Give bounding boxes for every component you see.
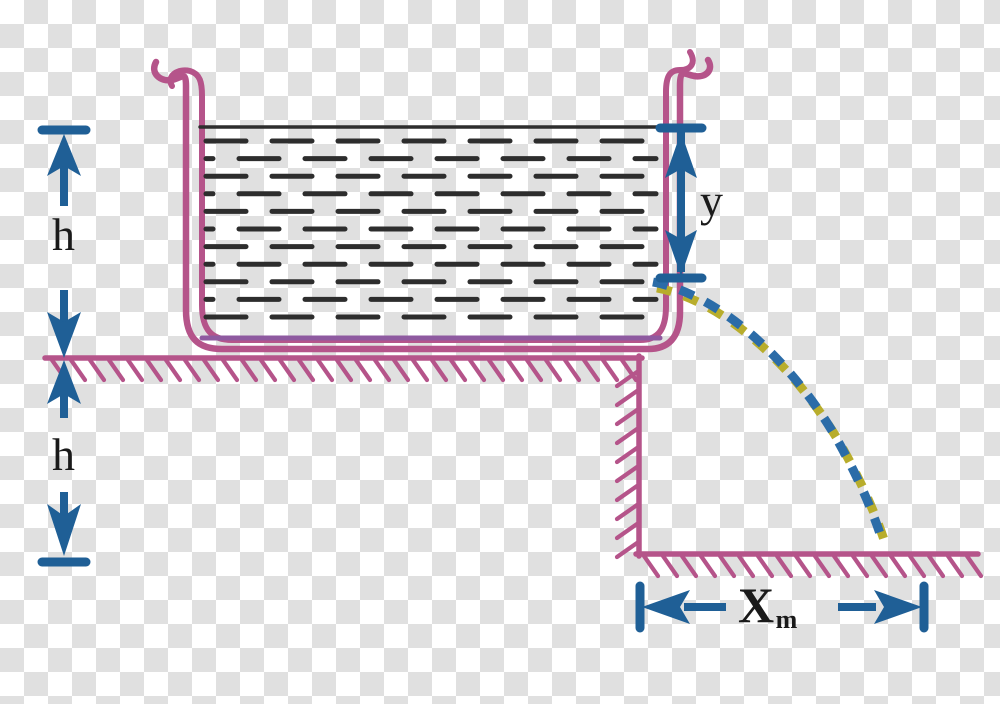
- ground-hatch-tick: [543, 357, 563, 383]
- ground-hatch-tick: [87, 357, 107, 383]
- ground-hatch-tick: [315, 357, 335, 383]
- jet-blue-strand: [652, 277, 887, 542]
- ground-hatch-tick: [334, 357, 354, 383]
- lower-ground-hatching: [641, 553, 984, 579]
- wall-hatch-tick: [614, 445, 640, 465]
- ground-hatch-tick: [581, 357, 601, 383]
- liquid: [198, 125, 662, 320]
- dimension-h-bottom: [37, 360, 91, 567]
- label-h-top: h: [52, 209, 75, 260]
- ground-hatch-tick: [907, 553, 927, 579]
- vessel: [151, 49, 714, 353]
- ground-hatch-tick: [258, 357, 278, 383]
- ground-hatch-tick: [793, 553, 813, 579]
- ground-hatch-tick: [679, 553, 699, 579]
- y-up-arrowhead: [665, 132, 697, 178]
- ground-hatch-tick: [144, 357, 164, 383]
- wall-hatch-tick: [614, 407, 640, 427]
- vertical-wall-hatching: [614, 369, 640, 560]
- ground-hatch-tick: [562, 357, 582, 383]
- ground-hatch-tick: [736, 553, 756, 579]
- ground-hatch-tick: [641, 553, 661, 579]
- ground-hatch-tick: [812, 553, 832, 579]
- ground-hatch-tick: [163, 357, 183, 383]
- jet-olive-strand: [656, 283, 891, 548]
- ground-hatch-tick: [239, 357, 259, 383]
- ground-hatch-tick: [926, 553, 946, 579]
- wall-hatch-tick: [614, 369, 640, 389]
- liquid-hatching: [203, 138, 659, 320]
- ground-hatch-tick: [888, 553, 908, 579]
- wall-hatch-tick: [614, 464, 640, 484]
- ground-hatch-tick: [755, 553, 775, 579]
- vessel-outer-wall: [151, 56, 714, 353]
- label-xm: Xm: [738, 580, 798, 633]
- lower-ground: [633, 551, 984, 579]
- wall-hatch-tick: [614, 483, 640, 503]
- ground-hatch-tick: [505, 357, 525, 383]
- xm-right-arrowhead: [874, 590, 922, 624]
- ground-hatch-tick: [831, 553, 851, 579]
- xm-left-arrowhead: [642, 590, 690, 624]
- dimension-y: [655, 123, 707, 283]
- h-bottom-up-arrowhead: [47, 360, 81, 404]
- dimension-h-top: [37, 125, 91, 358]
- dimension-xm: [635, 581, 929, 633]
- ground-hatch-tick: [277, 357, 297, 383]
- h-top-up-arrowhead: [47, 134, 81, 176]
- ground-hatch-tick: [486, 357, 506, 383]
- ground-hatch-tick: [850, 553, 870, 579]
- ground-hatch-tick: [220, 357, 240, 383]
- ground-hatch-tick: [68, 357, 88, 383]
- ground-hatch-tick: [660, 553, 680, 579]
- upper-ground-hatching: [49, 357, 639, 383]
- ground-hatch-tick: [201, 357, 221, 383]
- ground-hatch-tick: [182, 357, 202, 383]
- ground-hatch-tick: [467, 357, 487, 383]
- label-y: y: [700, 175, 723, 226]
- h-top-down-arrowhead: [47, 312, 81, 358]
- ground-hatch-tick: [869, 553, 889, 579]
- upper-ground: [42, 355, 645, 383]
- wall-hatch-tick: [614, 426, 640, 446]
- ground-hatch-tick: [106, 357, 126, 383]
- ground-hatch-tick: [410, 357, 430, 383]
- ground-hatch-tick: [524, 357, 544, 383]
- ground-hatch-tick: [774, 553, 794, 579]
- wall-hatch-tick: [614, 521, 640, 541]
- ground-hatch-tick: [945, 553, 965, 579]
- ground-hatch-tick: [372, 357, 392, 383]
- h-bottom-down-arrowhead: [47, 504, 81, 556]
- label-xm-subscript: m: [775, 605, 798, 634]
- ground-hatch-tick: [353, 357, 373, 383]
- y-down-arrowhead: [665, 230, 697, 276]
- vertical-wall: [614, 353, 642, 560]
- ground-hatch-tick: [698, 553, 718, 579]
- ground-hatch-tick: [296, 357, 316, 383]
- jet-trajectory: [652, 277, 891, 548]
- ground-hatch-tick: [429, 357, 449, 383]
- wall-hatch-tick: [614, 540, 640, 560]
- ground-hatch-tick: [717, 553, 737, 579]
- ground-hatch-tick: [125, 357, 145, 383]
- label-xm-symbol: X: [738, 577, 775, 633]
- ground-hatch-tick: [600, 357, 620, 383]
- wall-hatch-tick: [614, 502, 640, 522]
- ground-hatch-tick: [448, 357, 468, 383]
- ground-hatch-tick: [964, 553, 984, 579]
- label-h-bottom: h: [52, 429, 75, 480]
- wall-hatch-tick: [614, 388, 640, 408]
- ground-hatch-tick: [391, 357, 411, 383]
